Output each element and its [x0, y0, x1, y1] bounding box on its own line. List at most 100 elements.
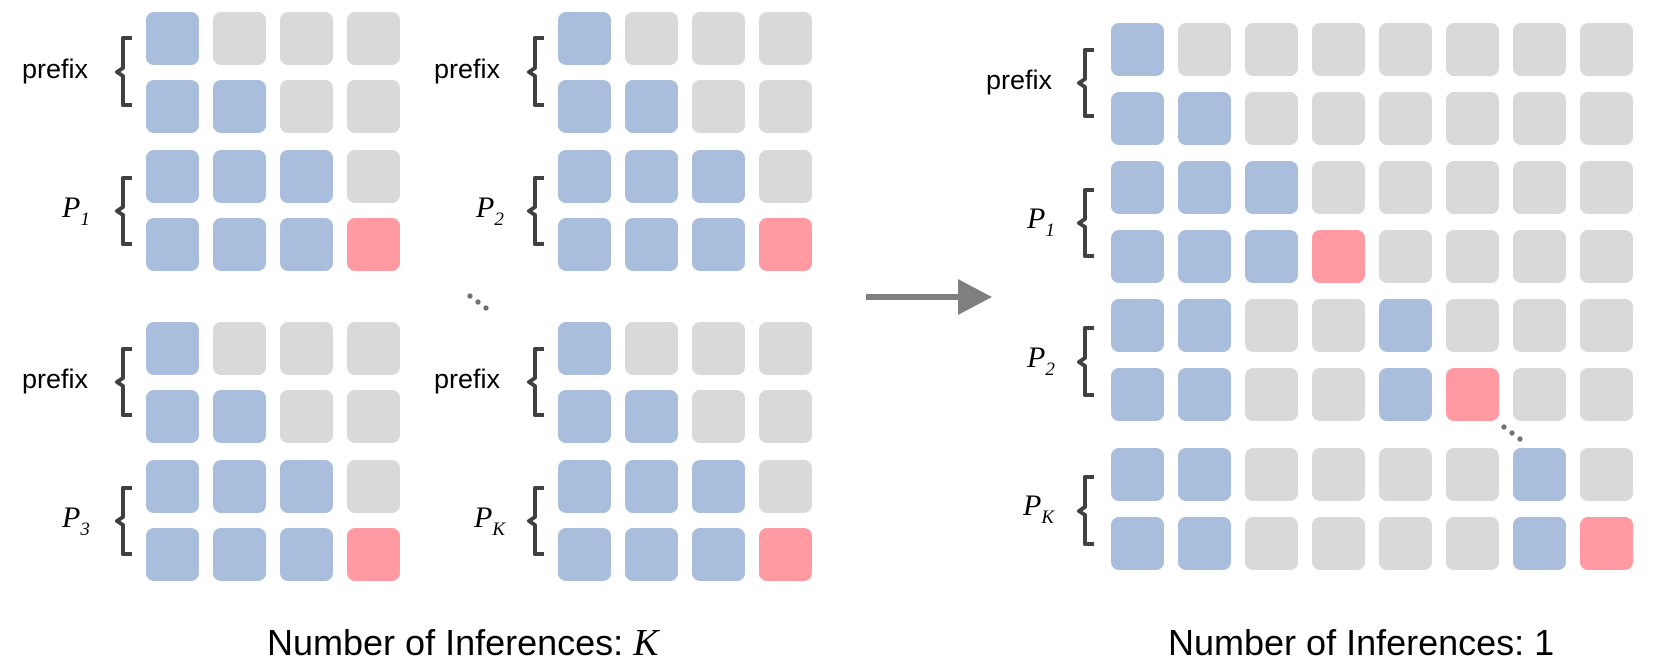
matrix-br-cell-predict [759, 528, 812, 581]
matrix-tl-cell-predict [347, 218, 400, 271]
matrix-combined-cell-attend [1379, 299, 1432, 352]
matrix-bottom-right [558, 322, 812, 581]
matrix-tl-cell-attend [280, 218, 333, 271]
brace-right-p1 [1077, 188, 1094, 258]
matrix-combined-cell-masked [1513, 368, 1566, 421]
matrix-combined-cell-masked [1312, 161, 1365, 214]
matrix-combined-cell-masked [1580, 23, 1633, 76]
brace-right-prefix [1077, 48, 1094, 118]
matrix-combined-cell-attend [1178, 448, 1231, 501]
matrix-bl-cell-masked [347, 322, 400, 375]
brace-tr-prefix [527, 36, 544, 107]
matrix-combined-cell-masked [1178, 23, 1231, 76]
matrix-combined-cell-masked [1513, 23, 1566, 76]
matrix-combined-cell-attend [1178, 517, 1231, 570]
matrix-combined-cell-attend [1178, 161, 1231, 214]
matrix-bl-cell-attend [146, 390, 199, 443]
matrix-tr-cell-masked [759, 80, 812, 133]
matrix-br-cell-masked [692, 390, 745, 443]
matrix-tr-cell-attend [692, 150, 745, 203]
matrix-br-cell-masked [759, 390, 812, 443]
brace-group [115, 36, 1094, 556]
brace-right-p2 [1077, 326, 1094, 397]
matrix-combined-cell-masked [1446, 23, 1499, 76]
label-p3-bl: P3 [61, 501, 90, 540]
matrix-combined-cell-masked [1379, 92, 1432, 145]
matrix-combined-cell-masked [1513, 92, 1566, 145]
matrix-combined-cell-attend [1513, 517, 1566, 570]
matrix-tl-cell-attend [213, 80, 266, 133]
matrix-br-cell-attend [558, 322, 611, 375]
matrix-bl-cell-predict [347, 528, 400, 581]
matrix-combined-cell-masked [1580, 299, 1633, 352]
matrix-combined-cell-attend [1379, 368, 1432, 421]
matrix-bottom-left [146, 322, 400, 581]
matrix-top-left [146, 12, 400, 271]
matrix-br-cell-attend [558, 390, 611, 443]
matrix-combined-cell-masked [1245, 92, 1298, 145]
matrix-bl-cell-attend [146, 322, 199, 375]
label-p2-tr: P2 [475, 191, 504, 230]
matrix-tr-cell-attend [625, 80, 678, 133]
matrix-combined-cell-attend [1111, 368, 1164, 421]
matrix-top-right [558, 12, 812, 271]
matrix-combined [1111, 23, 1633, 570]
matrix-combined-cell-masked [1312, 517, 1365, 570]
caption-right: Number of Inferences: 1 [1168, 622, 1554, 663]
matrix-tr-cell-masked [759, 12, 812, 65]
matrix-tr-cell-masked [692, 80, 745, 133]
matrix-br-cell-attend [625, 390, 678, 443]
label-prefix-bl: prefix [22, 364, 89, 394]
matrix-combined-cell-attend [1513, 448, 1566, 501]
matrix-bl-cell-masked [347, 390, 400, 443]
matrix-tr-cell-predict [759, 218, 812, 271]
matrix-bl-cell-masked [280, 322, 333, 375]
brace-br-pk [527, 486, 544, 556]
matrix-combined-cell-masked [1446, 299, 1499, 352]
brace-tr-p2 [527, 176, 544, 246]
matrix-tl-cell-masked [347, 150, 400, 203]
matrix-combined-cell-attend [1178, 230, 1231, 283]
matrix-combined-cell-attend [1111, 517, 1164, 570]
matrix-br-cell-attend [692, 460, 745, 513]
matrix-combined-cell-masked [1245, 23, 1298, 76]
matrix-combined-cell-masked [1446, 92, 1499, 145]
matrix-br-cell-attend [558, 528, 611, 581]
matrix-combined-cell-masked [1580, 368, 1633, 421]
brace-tl-prefix [115, 36, 132, 107]
matrix-tr-cell-attend [558, 150, 611, 203]
matrix-bl-cell-attend [213, 528, 266, 581]
matrix-combined-cell-masked [1245, 448, 1298, 501]
matrix-bl-cell-attend [280, 460, 333, 513]
matrix-combined-cell-masked [1513, 230, 1566, 283]
matrix-combined-cell-masked [1580, 448, 1633, 501]
brace-right-pk [1077, 475, 1094, 546]
matrix-bl-cell-attend [146, 460, 199, 513]
matrix-bl-cell-attend [146, 528, 199, 581]
matrix-bl-cell-attend [213, 460, 266, 513]
matrix-combined-cell-masked [1245, 299, 1298, 352]
matrix-combined-cell-attend [1111, 299, 1164, 352]
label-prefix-tl: prefix [22, 54, 89, 84]
matrix-br-cell-attend [558, 460, 611, 513]
matrix-tr-cell-attend [558, 218, 611, 271]
matrix-combined-cell-attend [1178, 92, 1231, 145]
matrix-br-cell-masked [759, 460, 812, 513]
matrix-tl-cell-attend [146, 12, 199, 65]
matrix-combined-cell-attend [1245, 230, 1298, 283]
matrix-tr-cell-attend [625, 150, 678, 203]
matrix-combined-cell-masked [1513, 299, 1566, 352]
label-prefix-tr: prefix [434, 54, 501, 84]
matrix-combined-cell-masked [1379, 161, 1432, 214]
matrix-combined-cell-attend [1245, 161, 1298, 214]
label-pk-br: PK [473, 501, 506, 540]
matrix-tl-cell-attend [146, 80, 199, 133]
ellipsis-left [467, 293, 489, 311]
matrix-combined-cell-masked [1379, 230, 1432, 283]
matrix-br-cell-attend [625, 528, 678, 581]
matrix-bl-cell-attend [280, 528, 333, 581]
matrix-combined-cell-attend [1178, 299, 1231, 352]
matrix-combined-cell-masked [1446, 448, 1499, 501]
label-pk-right: PK [1022, 489, 1055, 528]
